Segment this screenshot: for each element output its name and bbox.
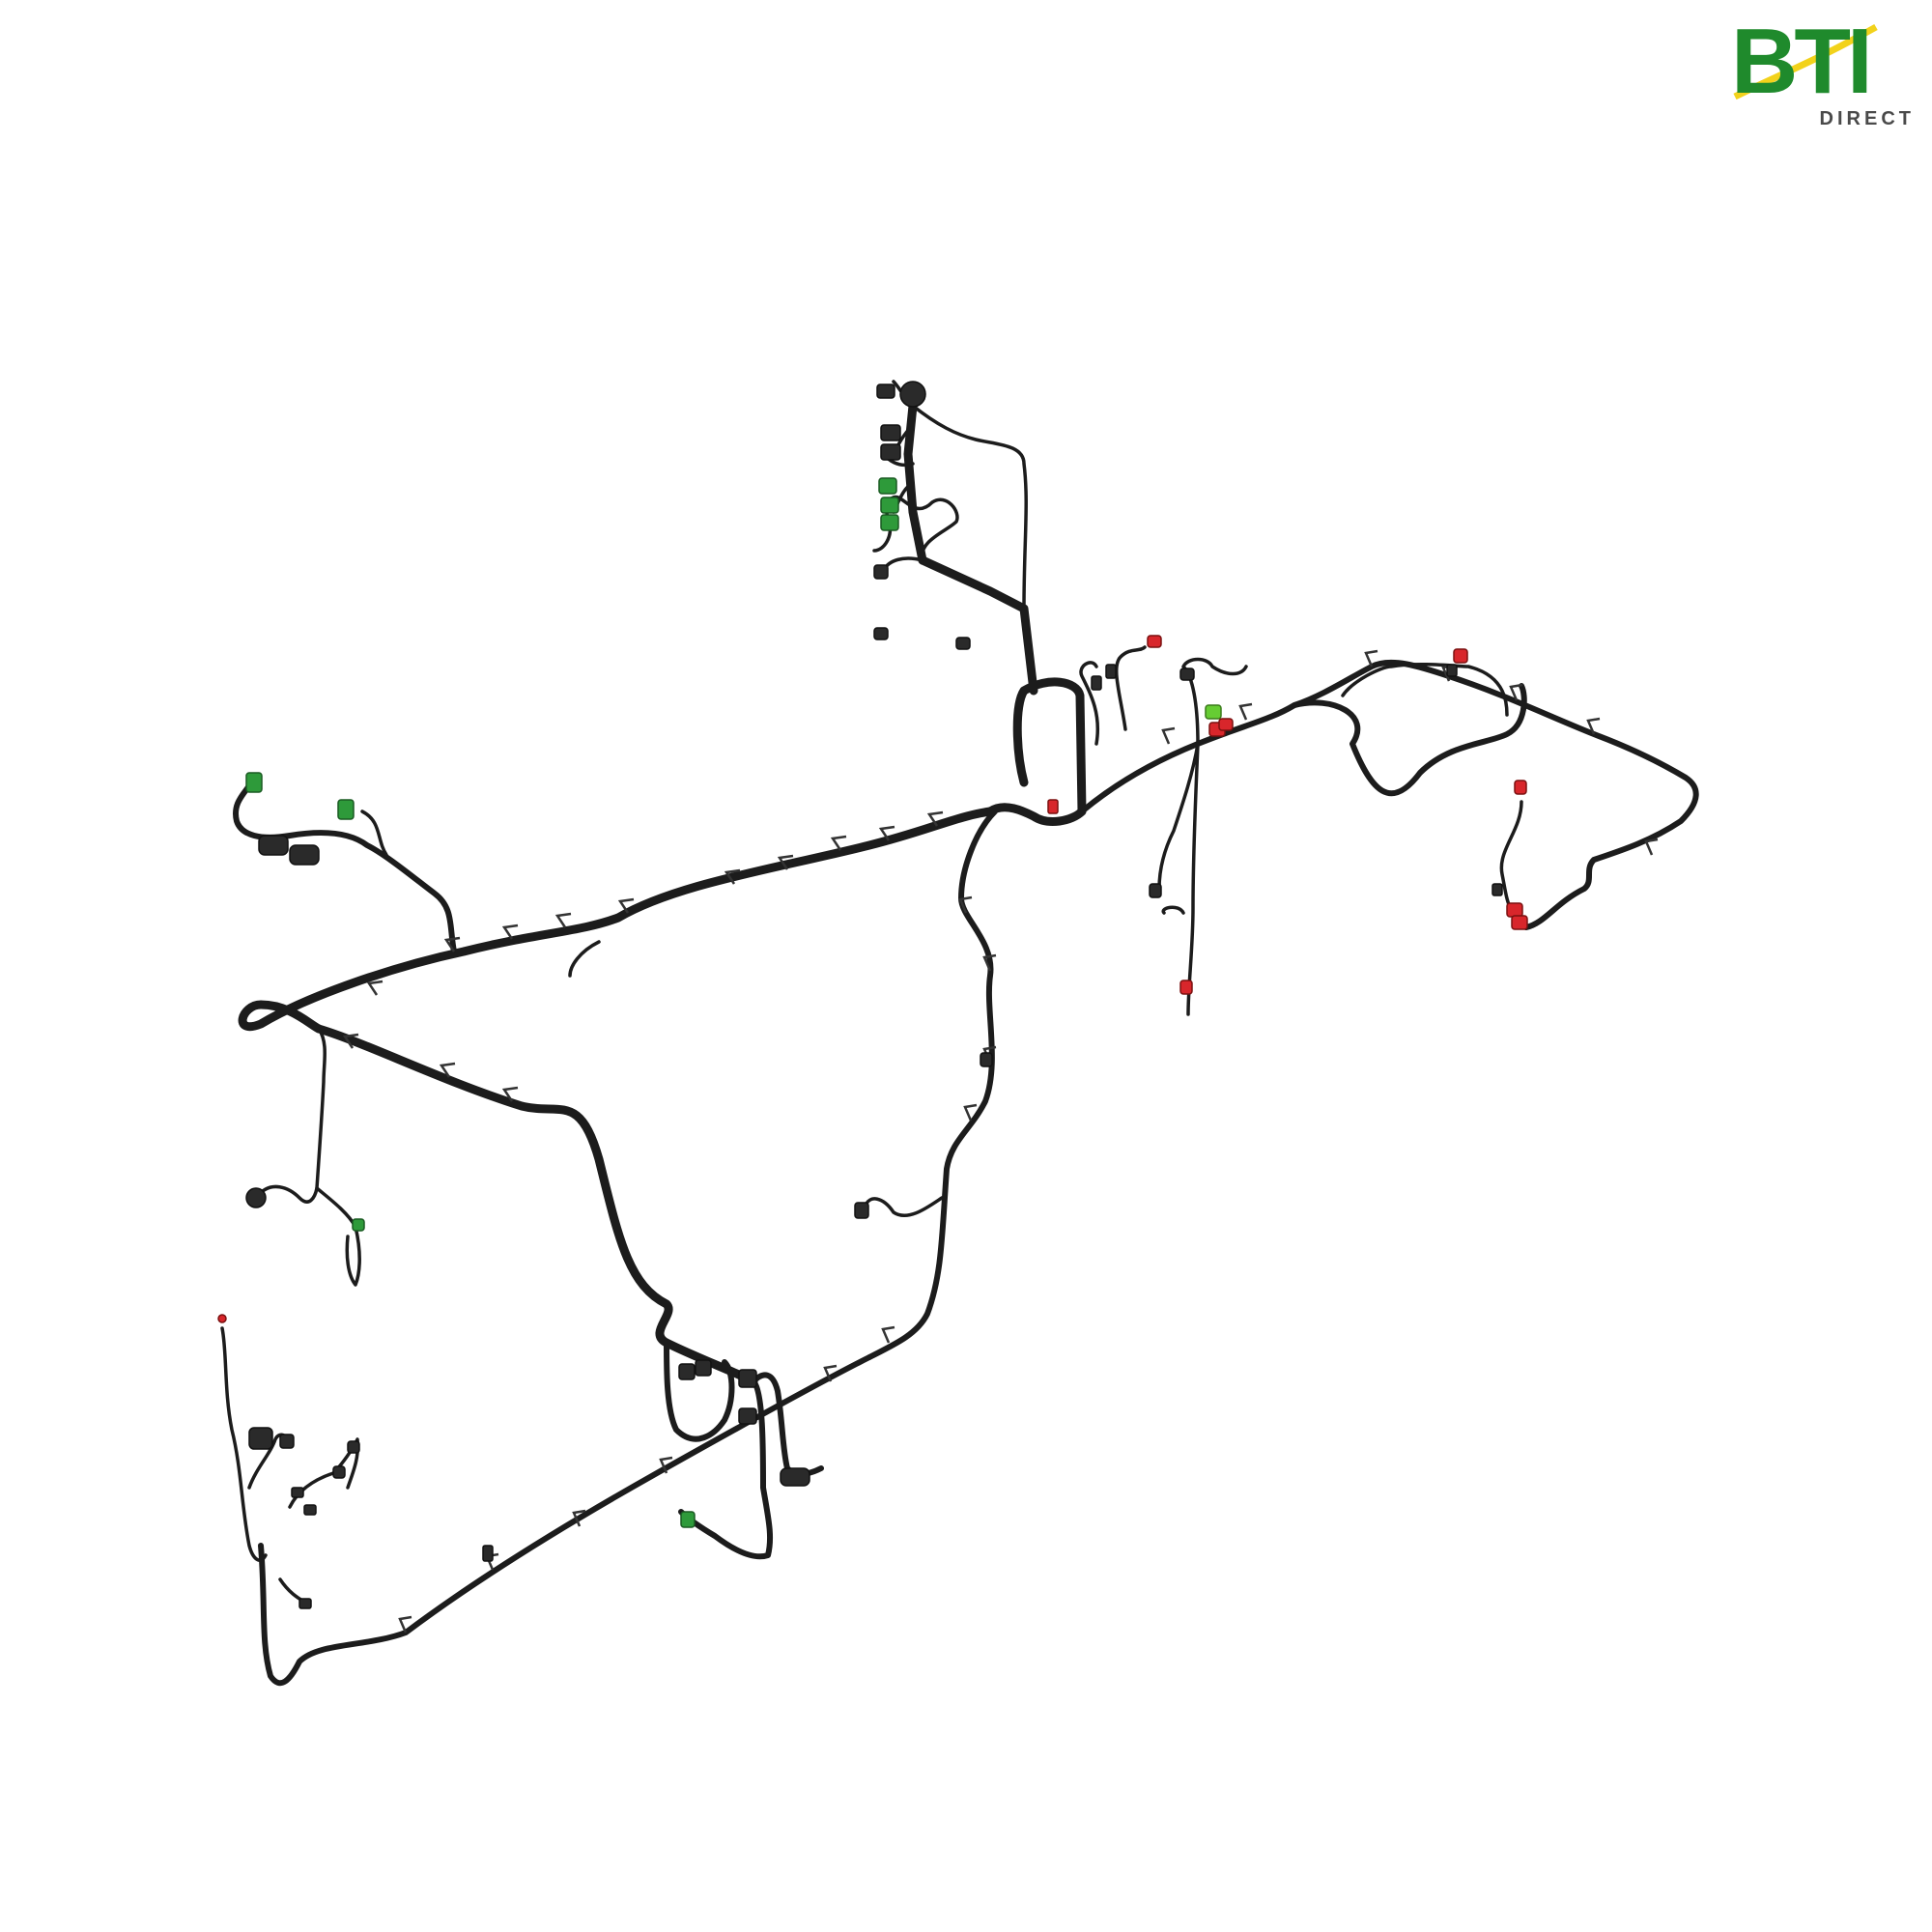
logo-swoosh-icon <box>1733 23 1878 100</box>
bti-direct-logo: BTI DIRECT <box>1731 10 1915 130</box>
logo-main-text: BTI <box>1731 10 1873 113</box>
harness-clips <box>342 649 1659 1634</box>
harness-left-pigtails <box>220 780 601 1605</box>
harness-top-pigtails <box>872 380 1248 1016</box>
logo-sub-text: DIRECT <box>1819 108 1915 129</box>
harness-center-branch <box>258 809 998 1687</box>
harness-main-trunk <box>238 401 1087 1386</box>
harness-right-branch <box>1079 659 1699 930</box>
harness-connectors <box>217 381 1528 1609</box>
